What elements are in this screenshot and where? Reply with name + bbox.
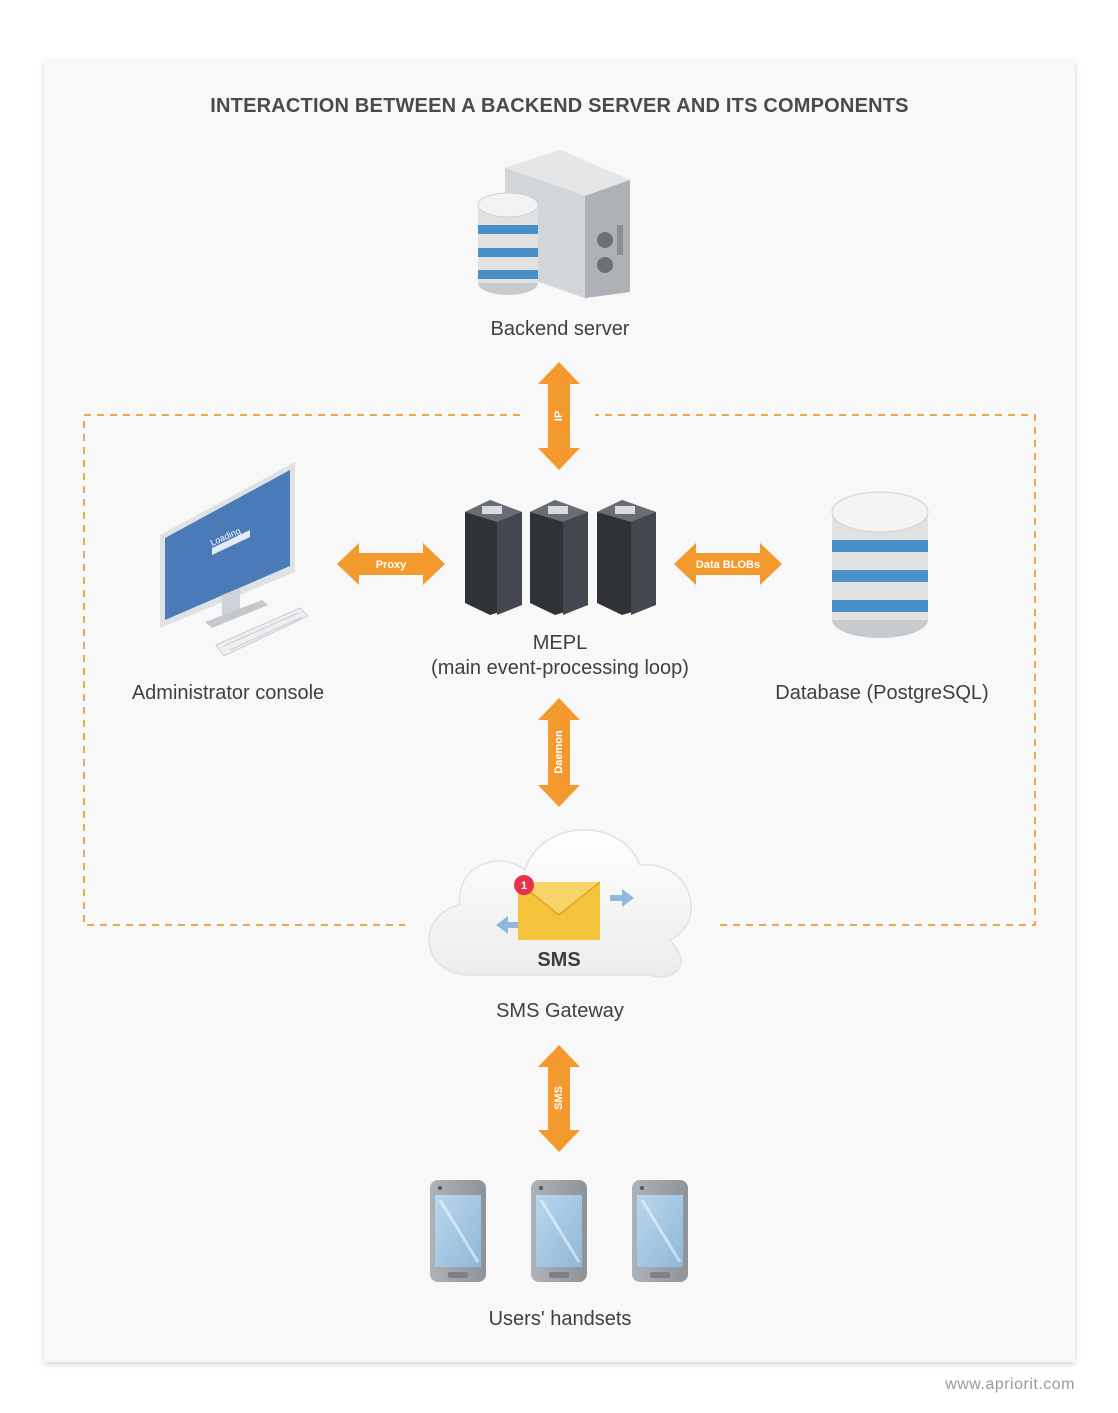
ip-arrow: IP (538, 362, 580, 470)
daemon-arrow: Daemon (538, 698, 580, 807)
admin-console-icon: Loading (160, 462, 309, 657)
mepl-sublabel: (main event-processing loop) (431, 657, 689, 679)
handsets-icon (430, 1180, 688, 1282)
sms-arrow: SMS (538, 1045, 580, 1152)
data-blobs-arrow: Data BLOBs (674, 543, 782, 585)
handset-3 (632, 1180, 688, 1282)
backend-server-label: Backend server (490, 318, 630, 340)
handset-2 (531, 1180, 587, 1282)
backend-server-icon (477, 150, 630, 298)
diagram-title: INTERACTION BETWEEN A BACKEND SERVER AND… (210, 95, 909, 117)
notification-badge (514, 875, 534, 895)
footer-url: www.apriorit.com (945, 1376, 1075, 1393)
cloud-sms-text: SMS (537, 949, 580, 971)
sms-gateway-label: SMS Gateway (496, 1000, 624, 1022)
data-blobs-label: Data BLOBs (696, 559, 760, 571)
mepl-label: MEPL (532, 632, 588, 654)
mepl-servers-icon (465, 500, 656, 615)
handsets-label: Users' handsets (488, 1308, 632, 1330)
sms-gateway-icon: 1 SMS (428, 829, 692, 978)
daemon-label: Daemon (553, 730, 565, 774)
proxy-arrow: Proxy (337, 543, 445, 585)
system-boundary (83, 414, 1036, 926)
database-icon (831, 491, 929, 638)
sms-connection-label: SMS (553, 1086, 565, 1110)
admin-console-label: Administrator console (131, 682, 325, 704)
ip-label: IP (553, 411, 565, 421)
database-label: Database (PostgreSQL) (775, 682, 989, 704)
badge-count: 1 (521, 880, 527, 892)
handset-1 (430, 1180, 486, 1282)
proxy-label: Proxy (376, 559, 407, 571)
